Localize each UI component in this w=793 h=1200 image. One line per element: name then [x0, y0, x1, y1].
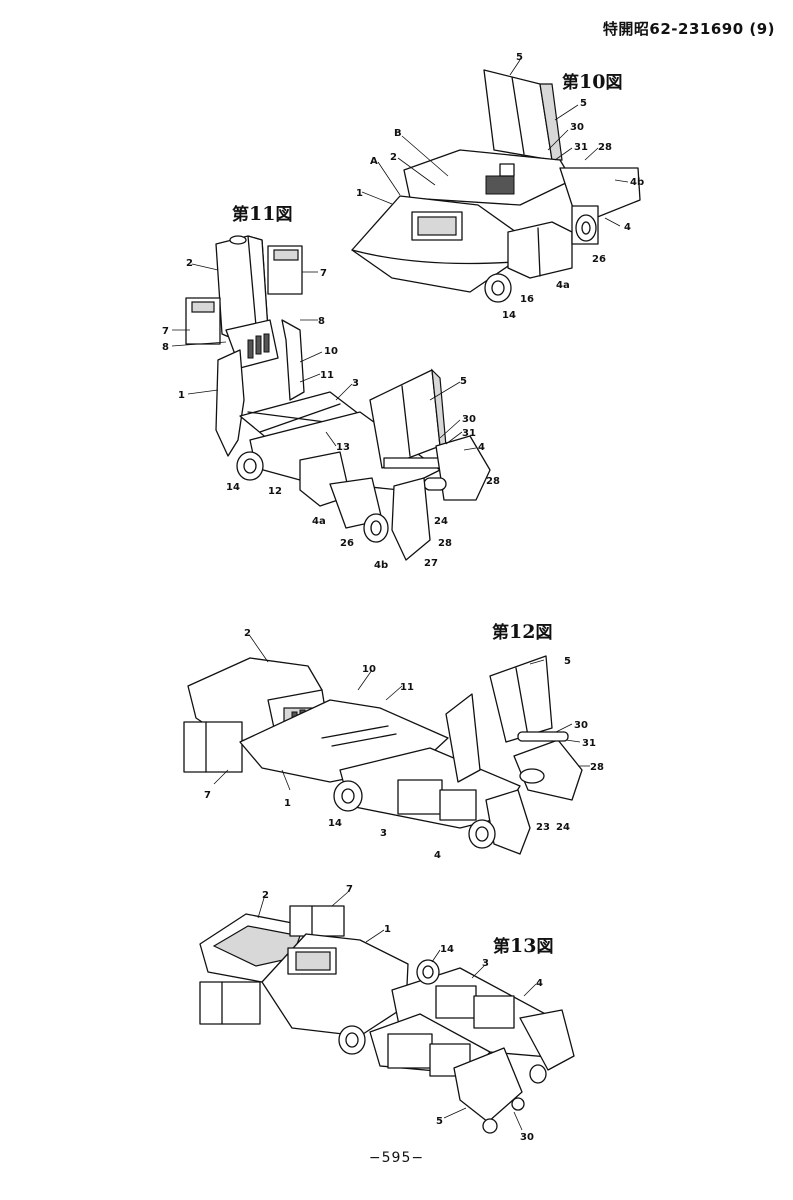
svg-text:5: 5 — [516, 52, 523, 63]
svg-text:31: 31 — [582, 738, 596, 749]
fig13-labels: 2 7 1 14 3 4 5 30 — [262, 884, 543, 1143]
svg-text:7: 7 — [204, 790, 211, 801]
svg-text:28: 28 — [486, 476, 500, 487]
svg-text:3: 3 — [352, 378, 359, 389]
svg-text:24: 24 — [556, 822, 570, 833]
svg-text:26: 26 — [340, 538, 354, 549]
fig12-labels: 2 5 10 11 30 31 28 7 1 14 3 23 24 4 — [204, 628, 604, 861]
svg-text:5: 5 — [564, 656, 571, 667]
svg-text:2: 2 — [390, 152, 397, 163]
fig12-drawing — [183, 635, 590, 855]
svg-text:10: 10 — [324, 346, 338, 357]
svg-text:27: 27 — [424, 558, 438, 569]
svg-text:31: 31 — [462, 428, 476, 439]
svg-text:4b: 4b — [374, 560, 388, 571]
svg-text:11: 11 — [320, 370, 334, 381]
svg-text:1: 1 — [284, 798, 291, 809]
svg-text:30: 30 — [570, 122, 584, 133]
svg-text:5: 5 — [460, 376, 467, 387]
svg-text:7: 7 — [346, 884, 353, 895]
svg-text:30: 30 — [574, 720, 588, 731]
svg-text:12: 12 — [268, 486, 282, 497]
svg-text:13: 13 — [336, 442, 350, 453]
publication-number: 特開昭62-231690 (9) — [602, 20, 775, 38]
svg-text:3: 3 — [380, 828, 387, 839]
svg-text:16: 16 — [520, 294, 534, 305]
fig13-title: 第13図 — [493, 935, 554, 957]
svg-text:28: 28 — [598, 142, 612, 153]
page-number: −595− — [368, 1150, 425, 1166]
svg-text:14: 14 — [328, 818, 342, 829]
svg-text:28: 28 — [438, 538, 452, 549]
svg-text:4a: 4a — [312, 516, 326, 527]
svg-text:11: 11 — [400, 682, 414, 693]
svg-text:4a: 4a — [556, 280, 570, 291]
svg-text:2: 2 — [262, 890, 269, 901]
svg-text:14: 14 — [226, 482, 240, 493]
svg-text:30: 30 — [520, 1132, 534, 1143]
fig11-drawing — [171, 235, 491, 561]
svg-text:7: 7 — [162, 326, 169, 337]
svg-text:1: 1 — [356, 188, 363, 199]
svg-text:24: 24 — [434, 516, 448, 527]
svg-text:1: 1 — [384, 924, 391, 935]
svg-text:14: 14 — [502, 310, 516, 321]
svg-text:8: 8 — [162, 342, 169, 353]
svg-text:28: 28 — [590, 762, 604, 773]
svg-text:4: 4 — [478, 442, 485, 453]
fig13-drawing — [199, 891, 575, 1134]
svg-text:B: B — [394, 128, 402, 139]
fig10-labels: 5 5 30 31 28 B 2 A 1 4b 4 26 4a 16 14 — [356, 52, 644, 321]
svg-text:1: 1 — [178, 390, 185, 401]
svg-text:2: 2 — [186, 258, 193, 269]
svg-text:4: 4 — [536, 978, 543, 989]
svg-text:4b: 4b — [630, 177, 644, 188]
fig10-title: 第10図 — [562, 71, 623, 93]
svg-text:4: 4 — [624, 222, 631, 233]
svg-text:8: 8 — [318, 316, 325, 327]
fig11-title: 第11図 — [232, 203, 293, 225]
svg-text:30: 30 — [462, 414, 476, 425]
fig11-labels: 2 7 8 7 8 10 11 1 3 5 30 31 4 13 28 14 1… — [162, 258, 500, 571]
svg-text:10: 10 — [362, 664, 376, 675]
svg-text:3: 3 — [482, 958, 489, 969]
svg-text:14: 14 — [440, 944, 454, 955]
svg-text:23: 23 — [536, 822, 550, 833]
svg-text:26: 26 — [592, 254, 606, 265]
svg-text:31: 31 — [574, 142, 588, 153]
svg-text:2: 2 — [244, 628, 251, 639]
svg-text:7: 7 — [320, 268, 327, 279]
fig12-title: 第12図 — [492, 621, 553, 643]
fig10-drawing — [351, 59, 641, 303]
svg-text:5: 5 — [580, 98, 587, 109]
svg-text:5: 5 — [436, 1116, 443, 1127]
svg-text:A: A — [370, 156, 378, 167]
svg-text:4: 4 — [434, 850, 441, 861]
